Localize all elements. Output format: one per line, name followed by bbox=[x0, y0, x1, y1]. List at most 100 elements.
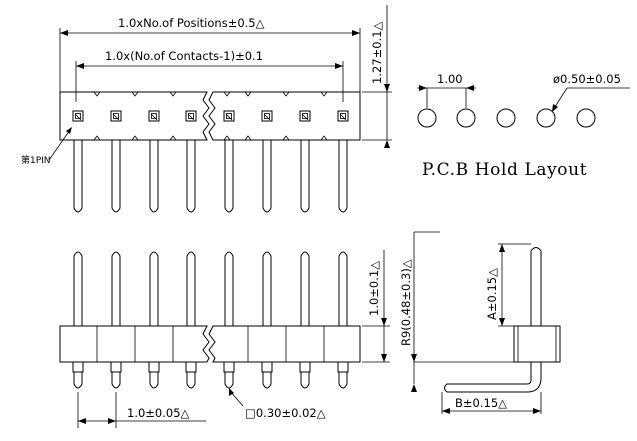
pcb-pitch-text: 1.00 bbox=[437, 72, 463, 86]
arrow-icon bbox=[411, 354, 417, 362]
top-pin bbox=[73, 140, 83, 213]
pin-square-outer bbox=[261, 110, 273, 122]
housing-right bbox=[208, 91, 361, 141]
front-pin-top bbox=[73, 251, 83, 326]
front-housing-right bbox=[208, 325, 361, 363]
side-pin-bent bbox=[444, 362, 542, 393]
front-pin-top bbox=[186, 251, 196, 326]
housing-left bbox=[59, 91, 210, 141]
front-pin-bottom bbox=[186, 372, 196, 389]
front-pin-shoulder bbox=[223, 362, 235, 373]
top-pin bbox=[224, 140, 234, 213]
pin-square-inner bbox=[188, 113, 194, 119]
side-pin-vertical bbox=[530, 247, 542, 327]
arrow-up-icon bbox=[384, 140, 390, 148]
pin-square-outer bbox=[299, 110, 311, 122]
housing-notch bbox=[320, 91, 328, 97]
pcb-hole bbox=[536, 108, 556, 128]
top-pin bbox=[149, 140, 159, 213]
pcb-layout: 1.00 ø0.50±0.05 P.C.B Hold Layout bbox=[417, 72, 630, 180]
front-housing-left bbox=[59, 325, 210, 363]
pin-square-diag bbox=[225, 113, 233, 121]
pin-square-diag bbox=[187, 113, 195, 121]
a-dim-text: A±0.15△ bbox=[485, 268, 499, 320]
top-pin bbox=[262, 140, 272, 213]
front-pin-shoulder bbox=[72, 362, 84, 373]
front-pin-top bbox=[111, 251, 121, 326]
housing-notch bbox=[320, 135, 328, 141]
front-pin-shoulder bbox=[110, 362, 122, 373]
side-housing bbox=[513, 325, 561, 363]
arrow-right-icon bbox=[352, 30, 360, 36]
arrow-up-icon bbox=[381, 354, 387, 362]
pcb-hole bbox=[496, 108, 516, 128]
front-pin-bottom bbox=[149, 372, 159, 389]
pcb-hole bbox=[456, 108, 476, 128]
front-view: 1.0±0.1△ 1.0±0.05△ □0.30±0.02△ bbox=[59, 250, 390, 428]
arrow-icon bbox=[499, 318, 505, 326]
arrow-icon bbox=[78, 418, 86, 424]
pin-square-text: □0.30±0.02△ bbox=[245, 406, 326, 420]
b-dim-text: B±0.15△ bbox=[455, 396, 507, 410]
pin-square-diag bbox=[339, 113, 347, 121]
housing-notch bbox=[223, 91, 231, 97]
housing-notch bbox=[93, 135, 101, 141]
pin-square-diag bbox=[301, 113, 309, 121]
front-pins-bottom bbox=[72, 362, 349, 389]
pin-square-inner bbox=[302, 113, 308, 119]
pcb-hole bbox=[417, 108, 437, 128]
front-pin-bottom bbox=[111, 372, 121, 389]
contacts-dim-text: 1.0x(No.of Contacts-1)±0.1 bbox=[105, 49, 263, 63]
pcb-layout-title: P.C.B Hold Layout bbox=[422, 160, 587, 180]
top-pin bbox=[338, 140, 348, 213]
arrow-icon bbox=[411, 384, 417, 392]
front-pin-shoulder bbox=[185, 362, 197, 373]
arrow-down-icon bbox=[384, 84, 390, 92]
housing-notch bbox=[244, 135, 252, 141]
first-pin-leader bbox=[48, 129, 71, 161]
front-pin-top bbox=[224, 251, 234, 326]
pin-square-outer bbox=[223, 110, 235, 122]
front-pin-bottom bbox=[338, 372, 348, 389]
pin-square-outer bbox=[148, 110, 160, 122]
housing-notch bbox=[93, 91, 101, 97]
top-pins bbox=[73, 140, 348, 213]
arrow-icon bbox=[442, 408, 450, 414]
arrow-icon bbox=[499, 244, 505, 252]
front-pin-shoulder bbox=[261, 362, 273, 373]
pin-square-diag bbox=[112, 113, 120, 121]
arrow-icon bbox=[419, 85, 427, 91]
pin-square-inner bbox=[151, 113, 157, 119]
first-pin-label: 第1PIN bbox=[21, 154, 51, 166]
front-pin-bottom bbox=[73, 372, 83, 389]
arrow-down-icon bbox=[381, 318, 387, 326]
front-pin-bottom bbox=[300, 372, 310, 389]
pin-square-outer bbox=[110, 110, 122, 122]
arrow-icon bbox=[108, 418, 116, 424]
front-pin-shoulder bbox=[337, 362, 349, 373]
front-pin-top bbox=[262, 251, 272, 326]
top-view: 1.0xNo.of Positions±0.5△ △ 1.0x(No.of Co… bbox=[21, 5, 392, 213]
pin-square-inner bbox=[75, 113, 81, 119]
arrow-left-icon bbox=[60, 30, 68, 36]
pin-square-outer bbox=[337, 110, 349, 122]
r9-dim-text: R9(0.48±0.3)△ bbox=[399, 259, 413, 346]
housing-notch bbox=[223, 135, 231, 141]
pin-square-diag bbox=[74, 113, 82, 121]
front-pin-shoulder bbox=[148, 362, 160, 373]
front-height-text: 1.0±0.1△ bbox=[367, 261, 381, 316]
top-pin bbox=[300, 140, 310, 213]
pitch-text: 1.0±0.05△ bbox=[127, 406, 190, 420]
front-pin-top bbox=[338, 251, 348, 326]
pin-square-inner bbox=[113, 113, 119, 119]
arrow-icon bbox=[552, 104, 558, 112]
front-pin-top bbox=[149, 251, 159, 326]
arrow-icon bbox=[66, 127, 72, 134]
pcb-hole-text: ø0.50±0.05 bbox=[553, 72, 621, 86]
housing-notches bbox=[93, 91, 328, 141]
positions-dim-text: 1.0xNo.of Positions±0.5△ bbox=[118, 16, 265, 30]
pin-square-outer bbox=[72, 110, 84, 122]
front-pin-shoulder bbox=[299, 362, 311, 373]
pin-square-inner bbox=[264, 113, 270, 119]
